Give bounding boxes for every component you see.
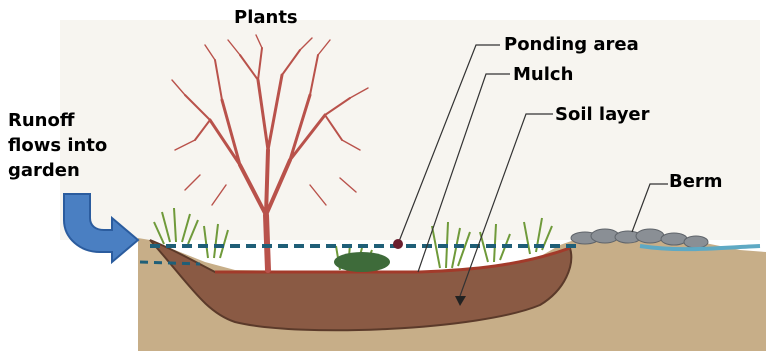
label-runoff-line-3: garden (8, 158, 107, 183)
label-plants: Plants (234, 6, 298, 29)
basin-shrub (334, 252, 390, 272)
label-runoff-line-2: flows into (8, 133, 107, 158)
label-runoff: Runoff flows into garden (8, 108, 107, 183)
label-mulch: Mulch (513, 63, 573, 86)
label-soil-layer: Soil layer (555, 103, 650, 126)
sky-band (60, 20, 760, 240)
label-ponding-area: Ponding area (504, 33, 639, 56)
label-berm: Berm (669, 170, 723, 193)
label-runoff-line-1: Runoff (8, 108, 107, 133)
ponding-marker (393, 239, 403, 249)
